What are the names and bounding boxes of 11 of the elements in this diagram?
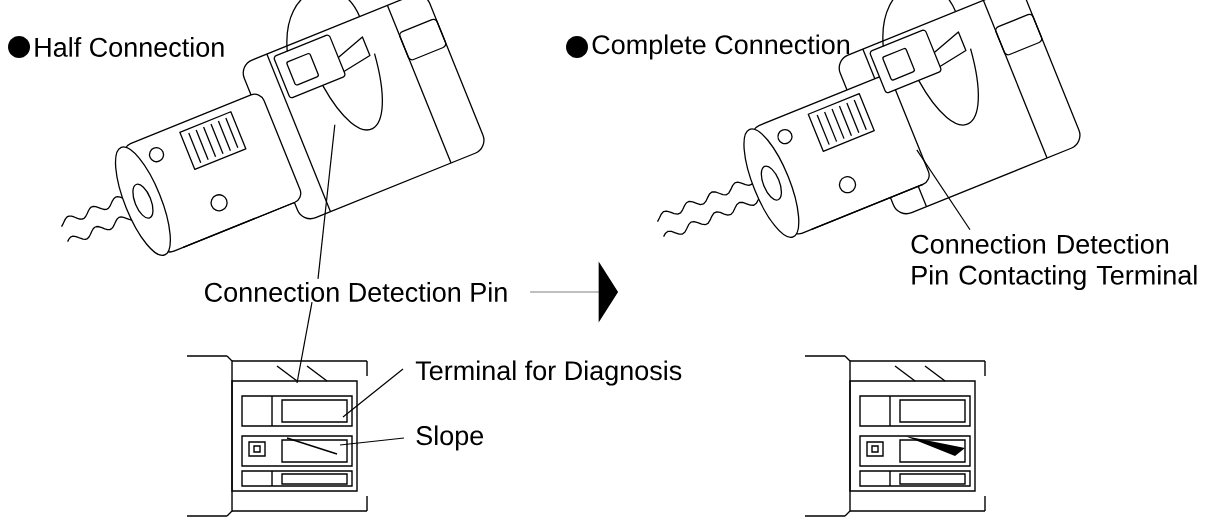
heading: Half Connection bbox=[35, 37, 224, 57]
leader-line bbox=[317, 124, 336, 280]
heading: Complete Connection bbox=[592, 34, 850, 60]
leader-line bbox=[339, 437, 405, 446]
part-label: Connection Detection Pin Contacting Terminal bbox=[911, 233, 1197, 291]
part-label: Terminal for Diagnosis bbox=[415, 360, 682, 386]
leader-line bbox=[296, 301, 313, 384]
part-label: Slope bbox=[416, 425, 484, 451]
leader-line bbox=[916, 149, 971, 231]
part-label: Connection Detection Pin bbox=[205, 282, 507, 302]
leader-line bbox=[342, 368, 404, 418]
